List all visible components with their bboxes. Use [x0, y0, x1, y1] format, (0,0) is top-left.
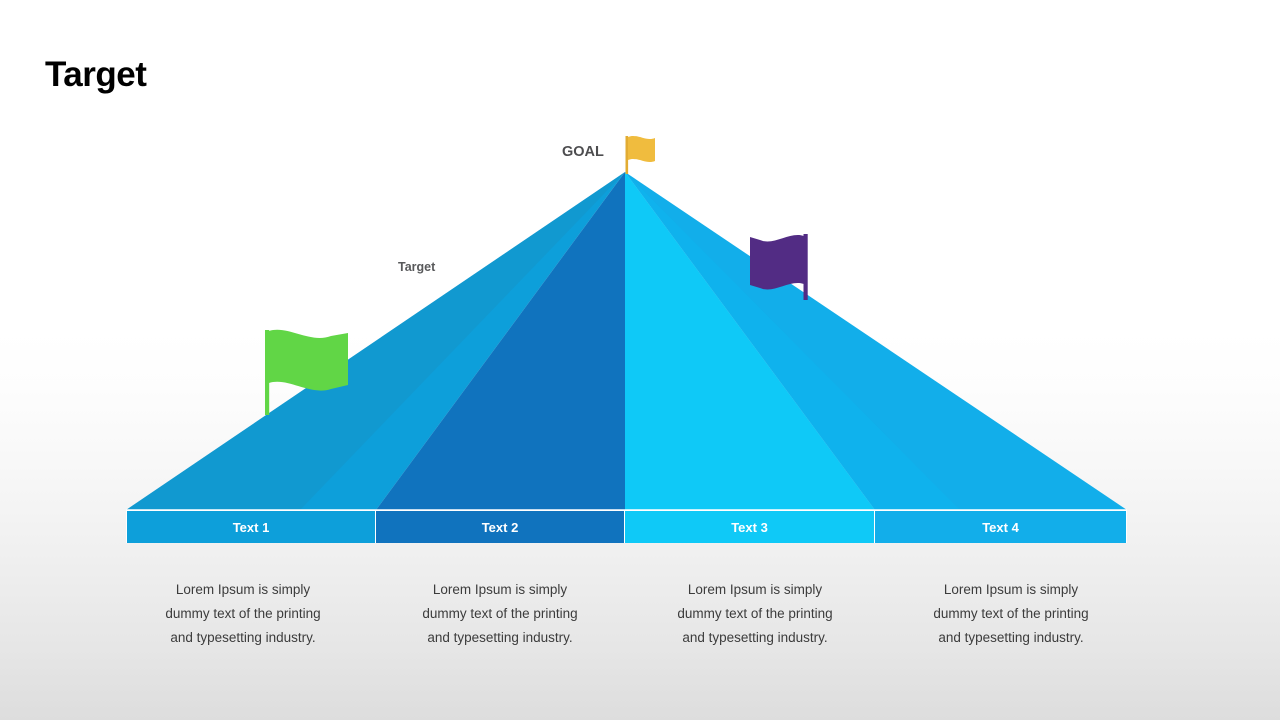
pyramid-facet-1-highlight — [126, 172, 625, 510]
description-block-3: Lorem Ipsum is simply dummy text of the … — [677, 582, 833, 645]
bar-label-1[interactable]: Text 1 — [126, 510, 376, 543]
bar-label-2[interactable]: Text 2 — [376, 510, 625, 543]
description-block-2: Lorem Ipsum is simply dummy text of the … — [422, 582, 578, 645]
pyramid-facet-4-highlight — [625, 172, 960, 510]
bar-label-3-text: Text 3 — [731, 520, 768, 535]
pyramid-facet-2[interactable] — [376, 172, 625, 510]
page-title: Target — [45, 55, 147, 94]
bar-label-3[interactable]: Text 3 — [625, 510, 875, 543]
purple-flag-icon — [750, 234, 808, 300]
goal-label: GOAL — [562, 144, 604, 160]
goal-flag-icon — [625, 135, 655, 174]
bar-label-1-text: Text 1 — [232, 520, 270, 535]
target-annotation-label: Target — [398, 260, 436, 274]
description-block-4: Lorem Ipsum is simply dummy text of the … — [933, 582, 1089, 645]
bar-label-4-text: Text 4 — [982, 520, 1019, 535]
green-flag-icon — [265, 329, 348, 415]
bar-label-4[interactable]: Text 4 — [875, 510, 1127, 543]
description-block-1: Lorem Ipsum is simply dummy text of the … — [165, 582, 321, 645]
bar-label-2-text: Text 2 — [481, 520, 519, 535]
